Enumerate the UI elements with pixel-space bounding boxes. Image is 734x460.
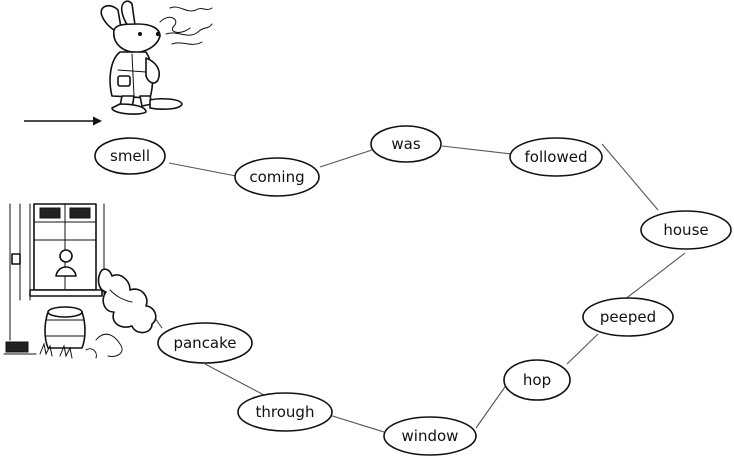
rabbit-sniffing-illustration: [100, 0, 213, 115]
word-label: coming: [249, 168, 304, 186]
word-label: smell: [110, 147, 150, 165]
word-label: pancake: [173, 334, 236, 352]
word-bubble-outline: [237, 392, 333, 432]
word-label: house: [663, 221, 708, 239]
word-bubble-smell: smell: [94, 137, 166, 175]
connector-window-through: [325, 413, 385, 433]
connector-was-followed: [441, 145, 513, 155]
connector-followed-house: [601, 143, 659, 211]
cottage-with-barrel-illustration: [3, 203, 157, 359]
word-bubble-hop: hop: [503, 359, 571, 401]
word-bubble-was: was: [370, 125, 442, 163]
word-label: followed: [525, 148, 588, 166]
word-label: window: [402, 427, 459, 445]
word-label: hop: [523, 371, 551, 389]
connector-smell-coming: [168, 162, 237, 177]
word-bubble-outline: [640, 210, 732, 250]
word-label: through: [256, 403, 315, 421]
word-bubble-coming: coming: [234, 157, 320, 197]
word-bubble-outline: [582, 297, 674, 337]
connector-coming-was: [319, 149, 373, 168]
word-bubble-outline: [370, 125, 442, 163]
word-bubble-outline: [94, 137, 166, 175]
word-bubble-window: window: [383, 416, 477, 456]
word-label: peeped: [600, 308, 656, 326]
word-bubble-pancake: pancake: [157, 322, 253, 364]
word-bubble-followed: followed: [509, 137, 603, 177]
word-bubble-outline: [234, 157, 320, 197]
word-bubble-through: through: [237, 392, 333, 432]
word-bubble-outline: [383, 416, 477, 456]
word-bubble-outline: [509, 137, 603, 177]
word-bubble-outline: [503, 359, 571, 401]
word-bubble-peeped: peeped: [582, 297, 674, 337]
connector-through-pancake: [204, 363, 267, 397]
word-bubble-house: house: [640, 210, 732, 250]
word-bubble-outline: [157, 322, 253, 364]
connector-peeped-hop: [566, 333, 599, 365]
start-arrow: [24, 116, 102, 126]
path-connectors: [141, 143, 686, 433]
connector-hop-window: [475, 383, 508, 429]
word-bubbles: smell coming was followed house peeped hop wind…: [94, 125, 732, 456]
word-label: was: [391, 135, 420, 153]
connector-house-peeped: [623, 252, 686, 301]
